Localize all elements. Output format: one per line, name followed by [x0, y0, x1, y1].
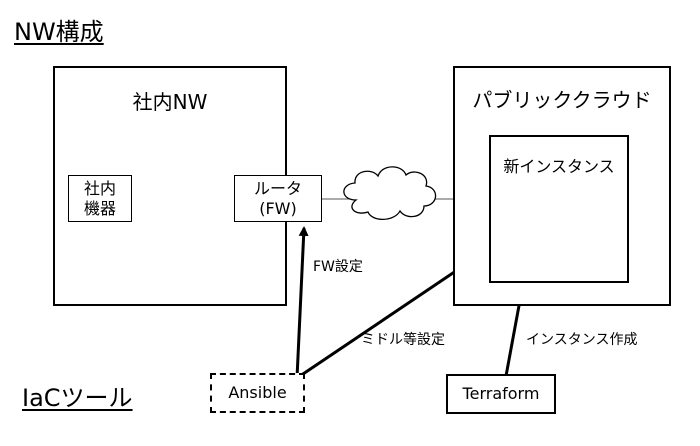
internal-device-box: 社内 機器	[68, 175, 132, 222]
terraform-label: Terraform	[462, 384, 540, 403]
router-label-line2: (FW)	[259, 198, 297, 218]
internal-network-title: 社内NW	[132, 90, 208, 114]
iac-tools-heading: IaCツール	[22, 384, 133, 412]
internet-cloud-icon	[343, 166, 437, 221]
fw-setting-arrow	[295, 226, 309, 379]
fw-setting-label: FW設定	[313, 259, 363, 275]
terraform-box: Terraform	[446, 374, 556, 414]
internal-device-label-line1: 社内	[83, 178, 116, 198]
ansible-label: Ansible	[228, 383, 287, 402]
ansible-box: Ansible	[210, 373, 305, 413]
public-cloud-title: パブリッククラウド	[472, 88, 652, 112]
router-box: ルータ (FW)	[234, 175, 322, 222]
router-label-line1: ルータ	[253, 178, 302, 198]
new-instance-label: 新インスタンス	[503, 157, 615, 176]
new-instance-box	[489, 135, 629, 283]
internal-device-label-line2: 機器	[83, 198, 116, 218]
network-config-heading: NW構成	[14, 18, 104, 46]
instance-creation-label: インスタンス作成	[526, 332, 638, 348]
middleware-setting-label: ミドル等設定	[361, 332, 445, 348]
